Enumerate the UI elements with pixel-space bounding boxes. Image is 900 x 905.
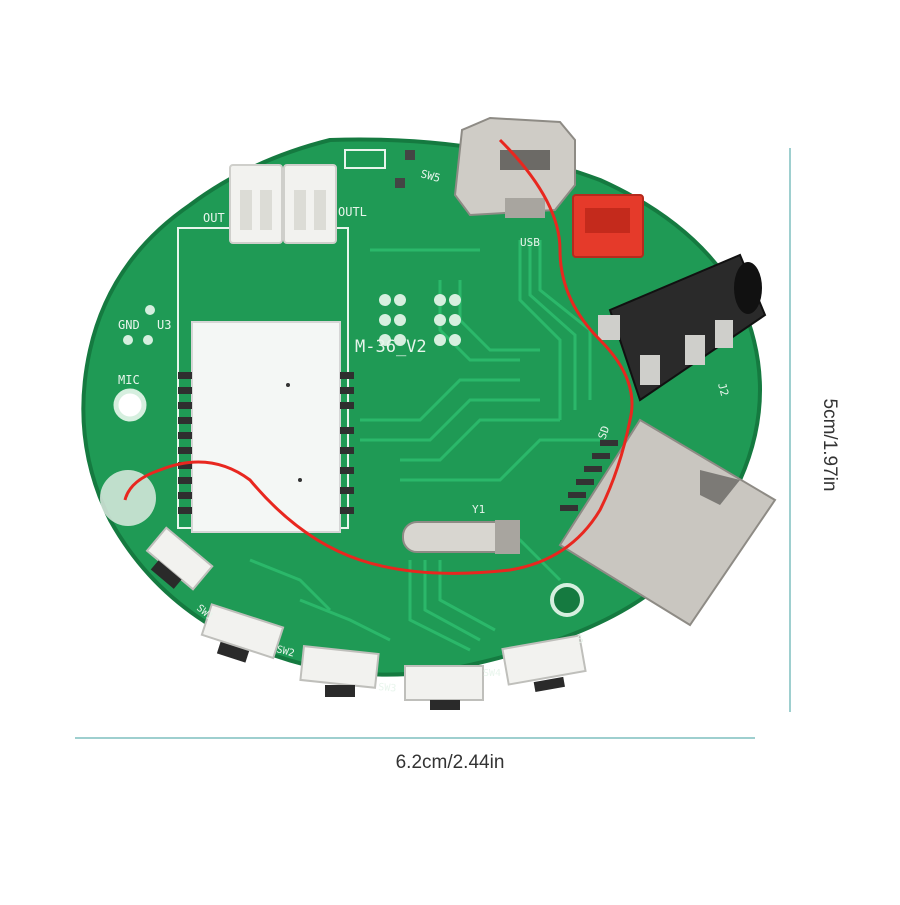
label-usb: USB: [520, 236, 540, 249]
speaker-connector: [229, 164, 283, 244]
speaker-connector: [283, 164, 337, 244]
label-sw3: SW3: [378, 682, 397, 695]
label-u3: U3: [157, 318, 171, 332]
tactile-switch: [501, 634, 587, 692]
red-wire: [123, 138, 634, 575]
label-outl: OUTL: [338, 205, 367, 219]
label-gnd: GND: [118, 318, 140, 332]
label-board-model: M-36_V2: [355, 337, 427, 357]
label-s: S: [577, 634, 585, 646]
label-sw5: SW5: [419, 167, 442, 185]
label-out: OUT: [203, 211, 225, 225]
width-dimension-label: 6.2cm/2.44in: [395, 752, 505, 773]
bluetooth-module: [178, 321, 354, 533]
label-mic: MIC: [118, 373, 140, 387]
label-j2: J2: [715, 381, 731, 397]
smd-component: [395, 178, 405, 188]
tactile-switch: [200, 603, 285, 663]
usb-connector: [453, 116, 576, 218]
sd-card-slot: [558, 418, 777, 627]
mounting-hole: [550, 583, 584, 617]
audio-jack: [598, 253, 767, 402]
label-sd: SD: [596, 424, 613, 441]
smd-component: [405, 150, 415, 160]
pcb-board: GND U3 MIC OUT OUTL SW5 USB J2 M-36_V2 Y…: [81, 116, 777, 710]
label-sw2: SW2: [275, 644, 295, 659]
pcb-traces: [249, 240, 600, 652]
tactile-switch: [299, 645, 380, 697]
mic-glue-blob: [100, 470, 156, 526]
label-sw4: SW4: [483, 668, 501, 679]
crystal-oscillator: [402, 520, 520, 554]
mounting-hole: [113, 388, 147, 422]
pcb-vias: [123, 294, 461, 346]
tactile-switch: [404, 665, 484, 710]
sw5-outline: [344, 149, 386, 169]
silkscreen-labels: GND U3 MIC OUT OUTL SW5 USB J2 M-36_V2 Y…: [118, 167, 731, 694]
label-y1: Y1: [472, 503, 485, 516]
height-dimension-label: 5cm/1.97in: [819, 398, 840, 492]
red-connector: [572, 194, 644, 258]
tactile-switch: [145, 526, 214, 591]
